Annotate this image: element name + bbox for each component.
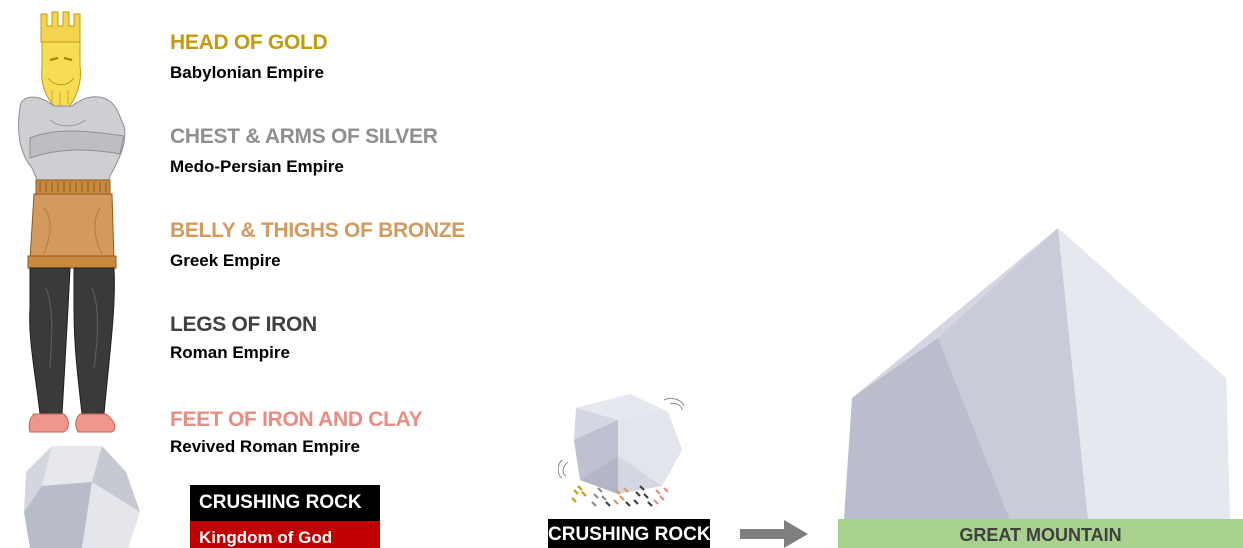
kingdom-of-god-label: Kingdom of God [190, 521, 380, 548]
middle-crushing-rock-label: CRUSHING ROCK [548, 519, 710, 548]
segment-subtitle-chest: Medo-Persian Empire [170, 157, 344, 177]
segment-subtitle-legs: Roman Empire [170, 343, 290, 363]
statue-icon [14, 8, 139, 448]
segment-subtitle-head: Babylonian Empire [170, 63, 324, 83]
crushing-rock-title: CRUSHING ROCK [190, 485, 380, 521]
segment-title-legs: LEGS OF IRON [170, 313, 317, 337]
segment-subtitle-belly: Greek Empire [170, 251, 281, 271]
mountain-icon [838, 228, 1238, 520]
segment-subtitle-feet: Revived Roman Empire [170, 437, 360, 457]
arrow-right-icon [740, 520, 810, 548]
segment-title-feet: FEET OF IRON AND CLAY [170, 408, 422, 432]
crushing-rock-icon [558, 390, 688, 515]
segment-title-belly: BELLY & THIGHS OF BRONZE [170, 219, 465, 243]
segment-title-chest: CHEST & ARMS OF SILVER [170, 125, 438, 149]
segment-title-head: HEAD OF GOLD [170, 31, 327, 55]
rock-icon [22, 442, 142, 548]
great-mountain-label: GREAT MOUNTAIN [838, 519, 1243, 548]
